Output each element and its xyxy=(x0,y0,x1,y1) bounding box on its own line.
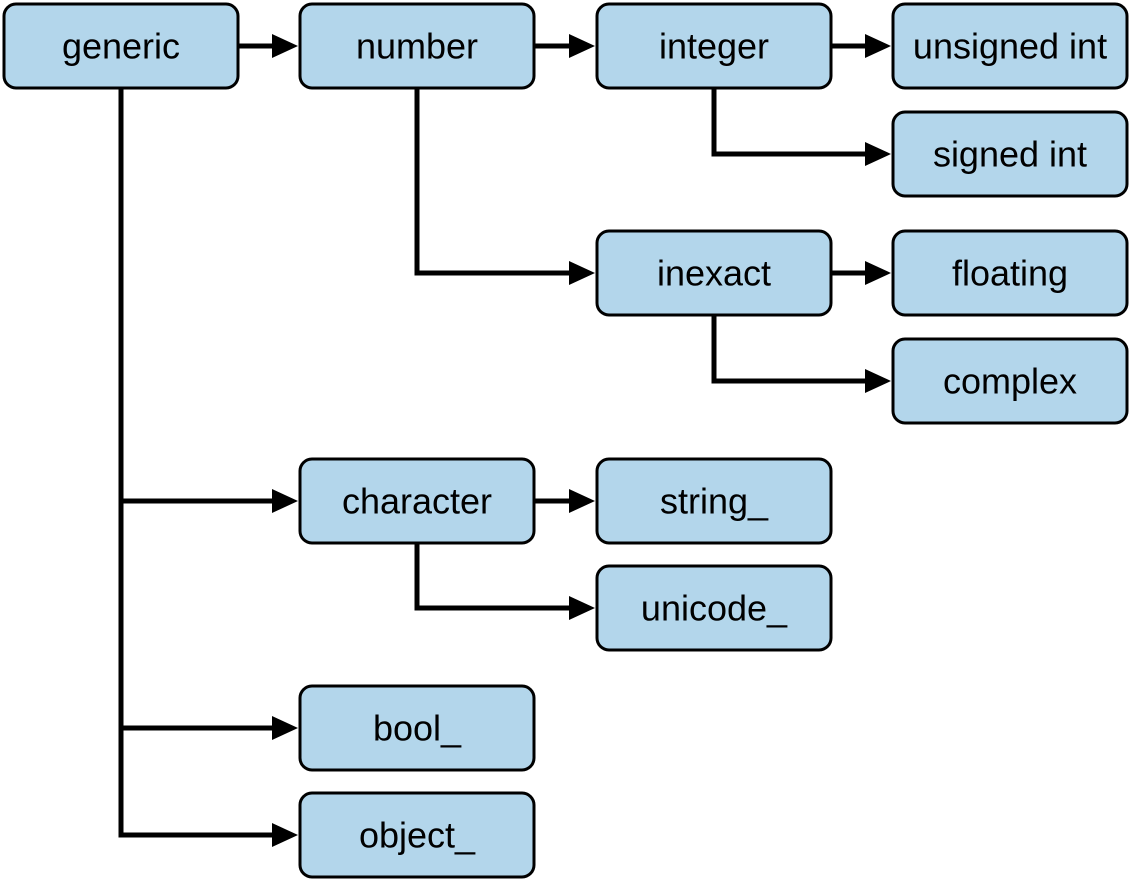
node-generic-label: generic xyxy=(62,26,180,67)
node-signed-int-label: signed int xyxy=(933,134,1087,175)
arrowhead-generic-to-character xyxy=(272,489,298,513)
node-number: number xyxy=(298,2,536,90)
arrowhead-integer-to-signed_int xyxy=(865,142,891,166)
node-complex: complex xyxy=(891,337,1129,425)
node-object: object_ xyxy=(298,791,536,879)
node-inexact-label: inexact xyxy=(657,253,771,294)
node-integer-label: integer xyxy=(659,26,769,67)
edge-generic-to-object xyxy=(118,88,274,838)
arrowhead-generic-to-object xyxy=(272,823,298,847)
node-bool-label: bool_ xyxy=(373,708,462,749)
arrowhead-character-to-string xyxy=(569,489,595,513)
edge-number-to-inexact xyxy=(414,88,571,276)
arrowhead-character-to-unicode xyxy=(569,596,595,620)
node-integer: integer xyxy=(595,2,833,90)
arrowhead-number-to-integer xyxy=(569,34,595,58)
edges-layer xyxy=(118,34,891,847)
arrowhead-inexact-to-complex xyxy=(865,369,891,393)
node-unsigned-int: unsigned int xyxy=(891,2,1129,90)
arrowhead-generic-to-number xyxy=(272,34,298,58)
node-unicode-label: unicode_ xyxy=(641,588,788,629)
edge-inexact-to-complex xyxy=(711,315,867,384)
node-floating-label: floating xyxy=(952,253,1068,294)
node-object-label: object_ xyxy=(359,815,476,856)
node-inexact: inexact xyxy=(595,229,833,317)
edge-generic-to-bool xyxy=(118,88,274,731)
node-string: string_ xyxy=(595,457,833,545)
node-unicode: unicode_ xyxy=(595,564,833,652)
arrowhead-inexact-to-floating xyxy=(865,261,891,285)
node-signed-int: signed int xyxy=(891,110,1129,198)
node-character-label: character xyxy=(342,481,492,522)
edge-generic-to-character xyxy=(118,88,274,504)
edge-character-to-unicode xyxy=(414,543,571,611)
node-unsigned-int-label: unsigned int xyxy=(913,26,1107,67)
node-number-label: number xyxy=(356,26,478,67)
arrowhead-integer-to-unsigned_int xyxy=(865,34,891,58)
node-floating: floating xyxy=(891,229,1129,317)
node-string-label: string_ xyxy=(660,481,769,522)
node-character: character xyxy=(298,457,536,545)
node-complex-label: complex xyxy=(943,361,1077,402)
node-generic: generic xyxy=(2,2,240,90)
edge-integer-to-signed_int xyxy=(711,88,867,157)
arrowhead-generic-to-bool xyxy=(272,716,298,740)
arrowhead-number-to-inexact xyxy=(569,261,595,285)
node-bool: bool_ xyxy=(298,684,536,772)
